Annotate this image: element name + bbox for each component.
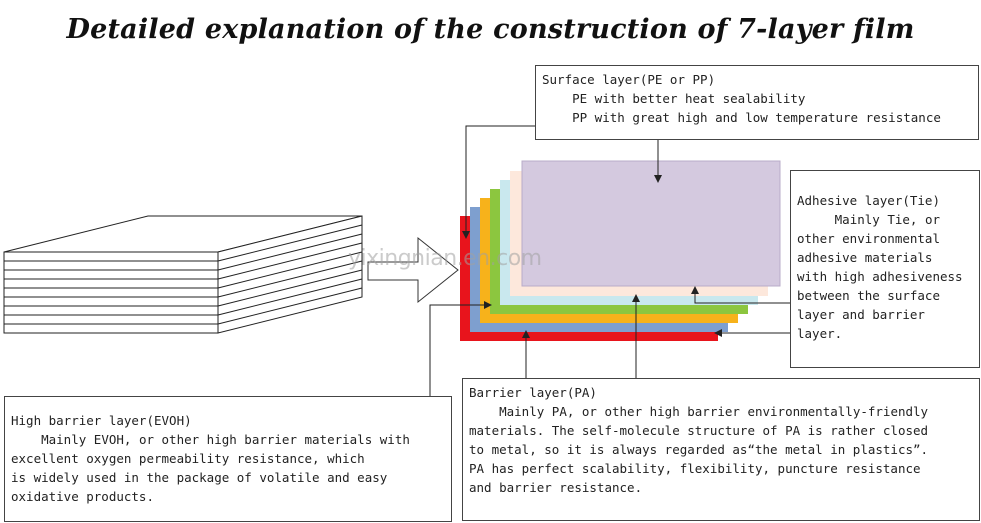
adhesive-line: Mainly Tie, or	[797, 212, 940, 227]
sheet-line	[217, 278, 363, 316]
barrier-line: Mainly PA, or other high barrier environ…	[469, 404, 929, 419]
adhesive-pointer	[694, 292, 790, 304]
adhesive-line: layer.	[797, 326, 843, 341]
evoh-line: is widely used in the package of volatil…	[11, 470, 388, 485]
arrowhead-barrier-1	[522, 330, 530, 338]
surface-layer-callout: Surface layer(PE or PP) PE with better h…	[535, 65, 979, 140]
arrowhead-surface	[654, 175, 662, 183]
adhesive-heading: Adhesive layer(Tie)	[797, 193, 940, 208]
evoh-line: Mainly EVOH, or other high barrier mater…	[11, 432, 410, 447]
evoh-line: excellent oxygen permeability resistance…	[11, 451, 365, 466]
arrowhead-adhesive	[691, 286, 699, 294]
barrier-heading: Barrier layer(PA)	[469, 385, 597, 400]
barrier-line: to metal, so it is always regarded as“th…	[469, 442, 929, 457]
barrier-line: and barrier resistance.	[469, 480, 643, 495]
surface-line: PP with great high and low temperature r…	[542, 110, 941, 125]
sheet-line	[217, 269, 363, 307]
barrier-line: PA has perfect scalability, flexibility,…	[469, 461, 921, 476]
film-layers	[460, 160, 781, 341]
evoh-heading: High barrier layer(EVOH)	[11, 413, 192, 428]
watermark: yixingnian.en.com	[348, 246, 542, 271]
sheet-line	[217, 260, 363, 298]
block-front-face	[3, 251, 219, 334]
film-stack-block	[3, 215, 363, 334]
sheet-line	[217, 233, 363, 271]
connectors	[429, 125, 790, 396]
sheet-line	[217, 287, 363, 325]
surface-heading: Surface layer(PE or PP)	[542, 72, 716, 87]
arrowhead-adhesive-lower	[714, 329, 722, 337]
adhesive-line: layer and barrier	[797, 307, 925, 322]
evoh-layer-callout: High barrier layer(EVOH) Mainly EVOH, or…	[4, 396, 452, 522]
adhesive-line: other environmental	[797, 231, 940, 246]
adhesive-line: with high adhesiveness	[797, 269, 963, 284]
adhesive-line: adhesive materials	[797, 250, 933, 265]
evoh-pointer	[429, 304, 486, 396]
adhesive-layer-callout: Adhesive layer(Tie) Mainly Tie, or other…	[790, 170, 980, 368]
sheet-line	[217, 242, 363, 280]
surface-line: PE with better heat sealability	[542, 91, 806, 106]
film-sheet-lines	[4, 224, 363, 325]
arrowhead-surface-left	[462, 231, 470, 239]
sheet-line	[217, 224, 363, 262]
arrowhead-evoh	[484, 301, 492, 309]
arrowheads	[462, 175, 722, 338]
adhesive-line: between the surface	[797, 288, 940, 303]
barrier-layer-callout: Barrier layer(PA) Mainly PA, or other hi…	[462, 378, 980, 521]
direction-arrow	[367, 236, 459, 304]
evoh-line: oxidative products.	[11, 489, 154, 504]
film-layer-7	[521, 160, 781, 287]
sheet-line	[217, 251, 363, 289]
diagram-title: Detailed explanation of the construction…	[66, 14, 915, 45]
surface-left-line	[465, 125, 535, 233]
arrowhead-barrier-2	[632, 294, 640, 302]
barrier-line: materials. The self-molecule structure o…	[469, 423, 929, 438]
